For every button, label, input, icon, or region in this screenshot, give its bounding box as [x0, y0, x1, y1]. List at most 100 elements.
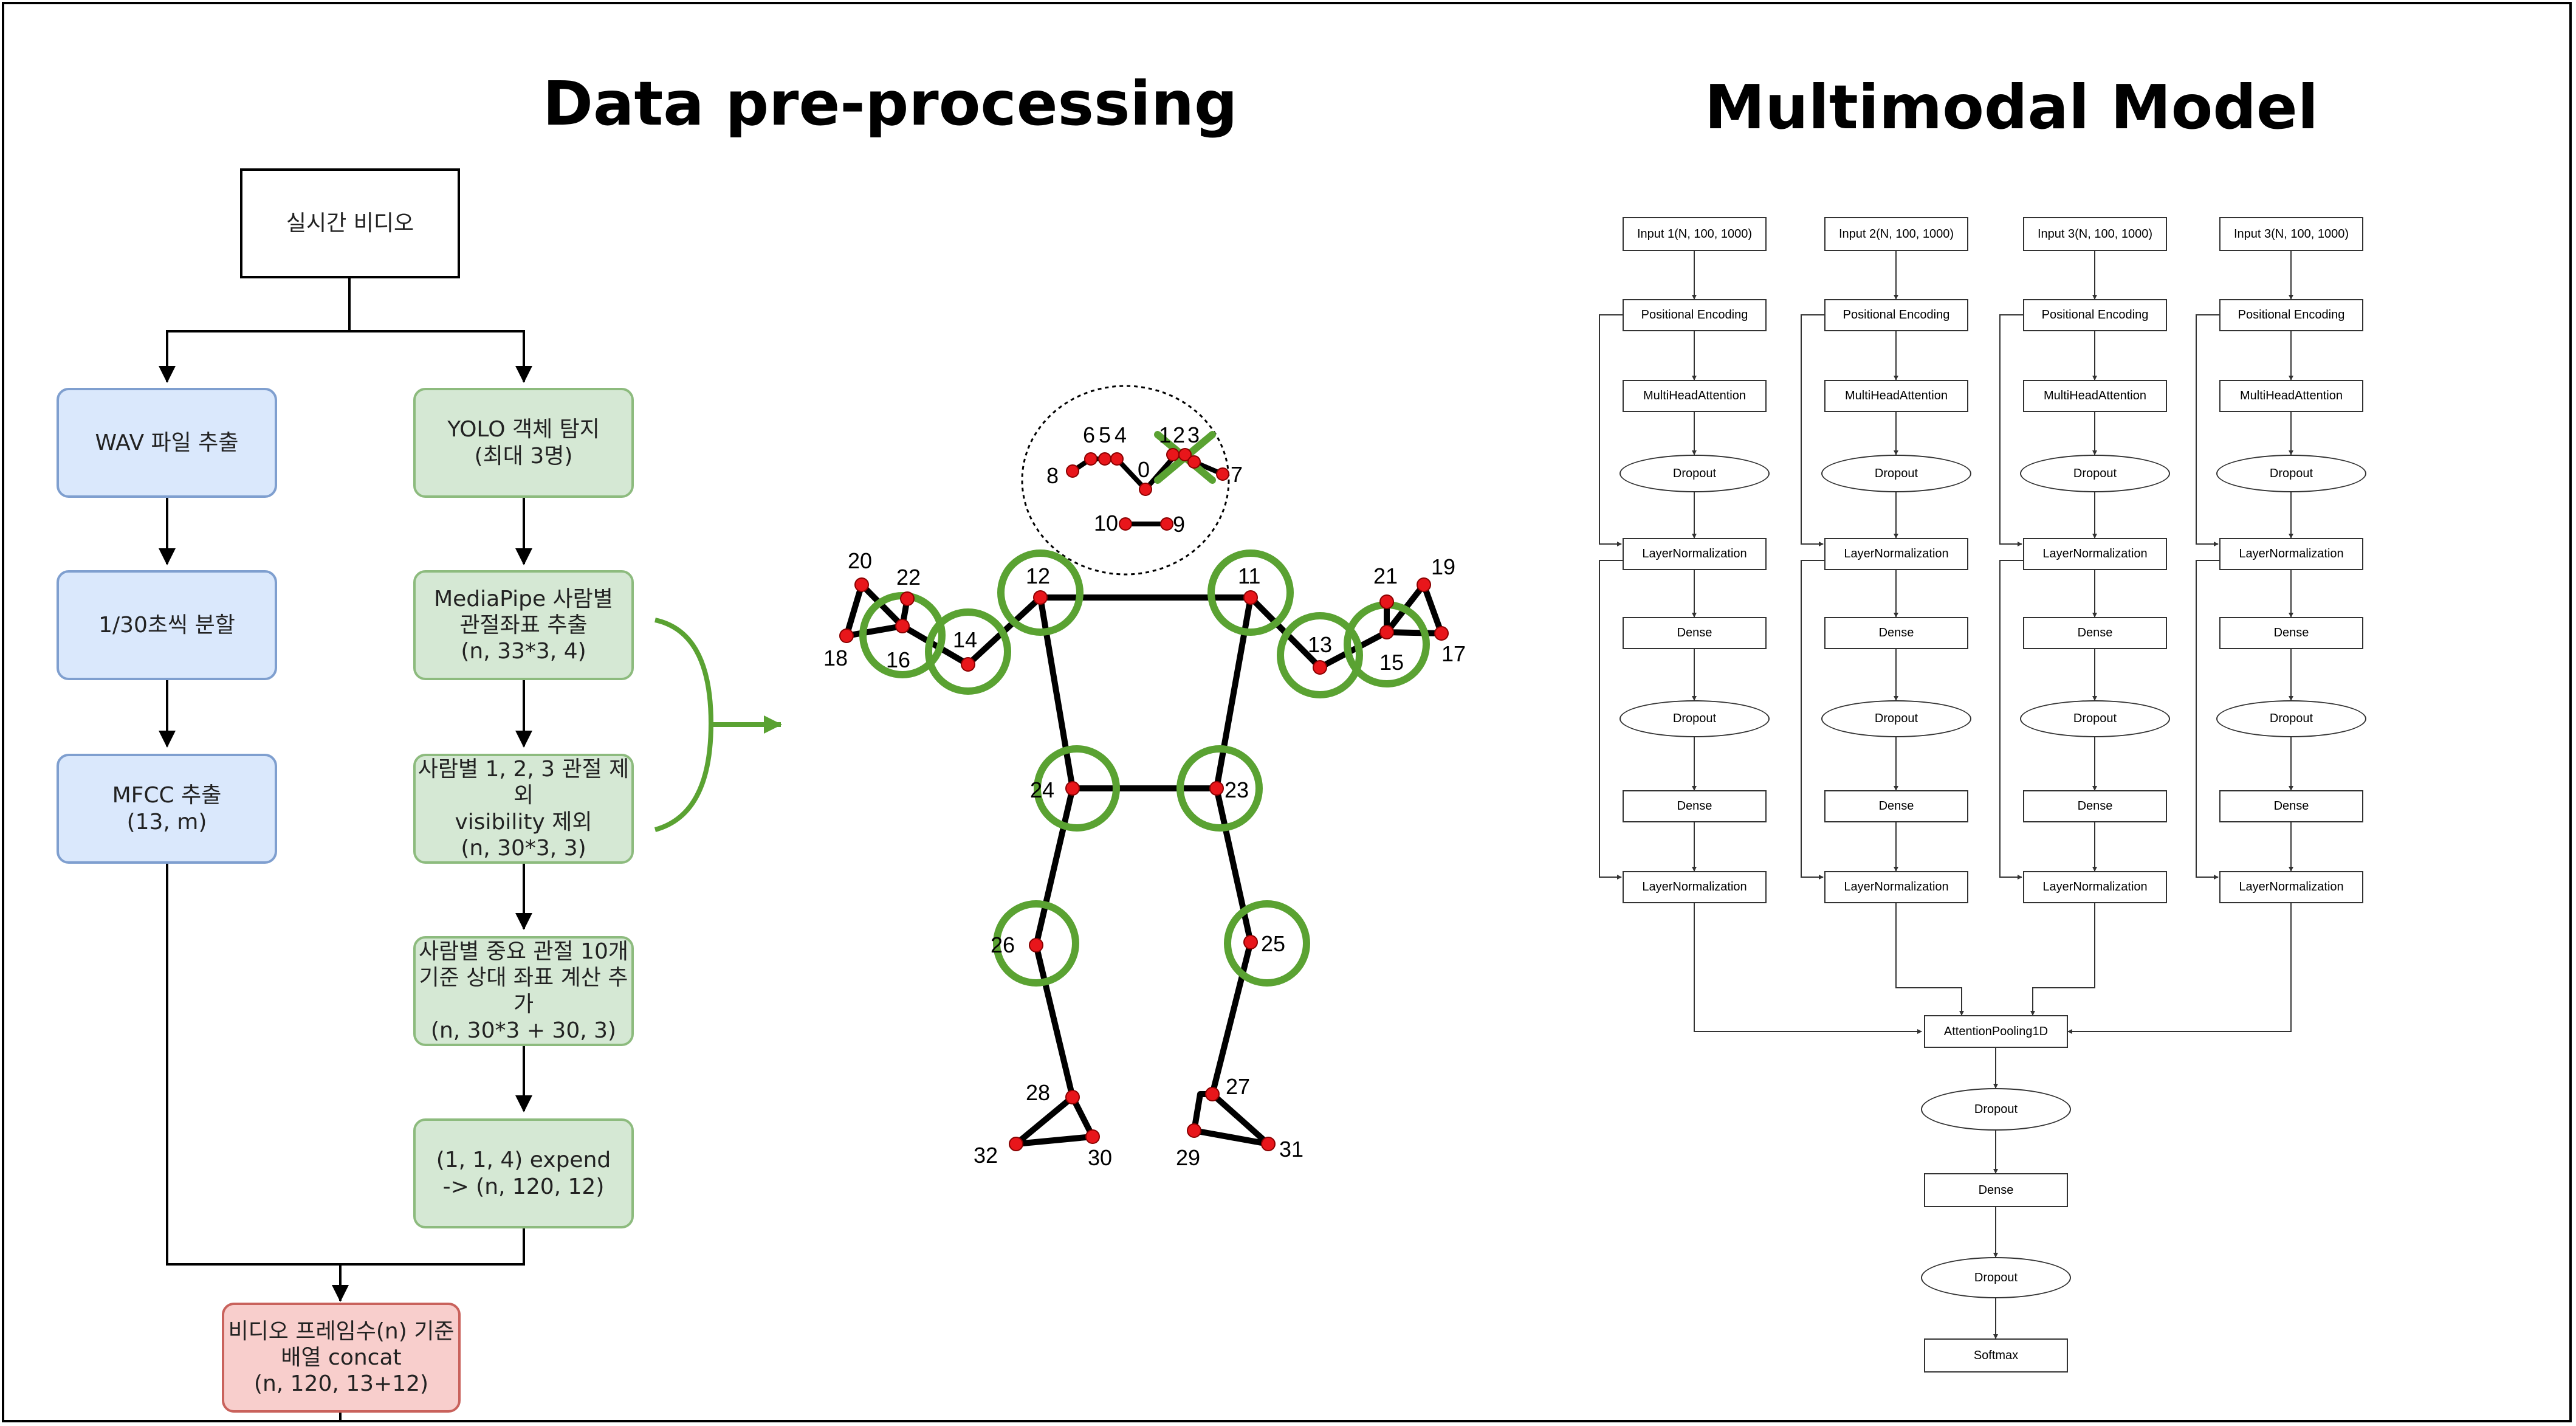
joint-10 — [1119, 517, 1132, 531]
joint-9 — [1160, 517, 1173, 531]
joint-31 — [1261, 1137, 1276, 1151]
multi-head-attention-4: MultiHeadAttention — [2219, 380, 2363, 412]
label-25: 25 — [1261, 931, 1285, 956]
dense-3a: Dense — [2023, 617, 2167, 649]
label-19: 19 — [1431, 554, 1455, 579]
label-9: 9 — [1173, 512, 1185, 537]
input-4-box: Input 3(N, 100, 1000) — [2219, 217, 2363, 251]
joint-6 — [1084, 452, 1097, 466]
layer-normalization-4b: LayerNormalization — [2219, 871, 2363, 903]
label-12: 12 — [1026, 563, 1050, 588]
label-32: 32 — [974, 1143, 998, 1168]
joint-2 — [1178, 448, 1192, 461]
dropout-1b: Dropout — [1619, 700, 1770, 737]
joint-28 — [1065, 1090, 1080, 1104]
layer-normalization-2a: LayerNormalization — [1824, 538, 1968, 570]
joint-15 — [1379, 625, 1394, 639]
relative-coords-box: 사람별 중요 관절 10개 기준 상대 좌표 계산 추가 (n, 30*3 + … — [413, 936, 634, 1046]
label-22: 22 — [896, 565, 921, 590]
dense-1b: Dense — [1623, 790, 1767, 822]
mfcc-box: MFCC 추출 (13, m) — [57, 754, 277, 864]
label-26: 26 — [991, 932, 1015, 957]
head-dense: Dense — [1924, 1173, 2068, 1207]
video-box: 실시간 비디오 — [240, 168, 460, 278]
dense-2b: Dense — [1824, 790, 1968, 822]
dense-3b: Dense — [2023, 790, 2167, 822]
layer-normalization-2b: LayerNormalization — [1824, 871, 1968, 903]
label-24: 24 — [1030, 777, 1054, 802]
joint-16 — [895, 619, 910, 633]
label-15: 15 — [1379, 650, 1404, 675]
input-1-box: Input 1(N, 100, 1000) — [1623, 217, 1767, 251]
label-7: 7 — [1231, 462, 1243, 487]
wav-extract-box: WAV 파일 추출 — [57, 388, 277, 498]
layer-normalization-1b: LayerNormalization — [1623, 871, 1767, 903]
label-13: 13 — [1308, 632, 1332, 657]
highlight-26 — [993, 900, 1079, 987]
label-20: 20 — [848, 548, 872, 573]
concat-box: 비디오 프레임수(n) 기준 배열 concat (n, 120, 13+12) — [222, 1303, 461, 1413]
highlight-23 — [1176, 745, 1263, 832]
label-29: 29 — [1176, 1145, 1200, 1170]
joint-3 — [1187, 455, 1201, 469]
split-box: 1/30초씩 분할 — [57, 570, 277, 680]
input-3-box: Input 3(N, 100, 1000) — [2023, 217, 2167, 251]
multi-head-attention-1: MultiHeadAttention — [1623, 380, 1767, 412]
joint-12 — [1033, 590, 1048, 605]
layer-normalization-4a: LayerNormalization — [2219, 538, 2363, 570]
joint-13 — [1313, 660, 1327, 675]
joint-32 — [1009, 1137, 1023, 1151]
joint-11 — [1243, 590, 1258, 605]
head-dropout-1: Dropout — [1921, 1088, 2071, 1131]
dense-4a: Dense — [2219, 617, 2363, 649]
joint-24 — [1065, 781, 1080, 796]
highlight-11 — [1207, 549, 1294, 636]
joint-27 — [1205, 1087, 1220, 1101]
joint-30 — [1085, 1129, 1100, 1144]
input-2-box: Input 2(N, 100, 1000) — [1824, 217, 1968, 251]
highlight-14 — [925, 608, 1011, 695]
joint-5 — [1098, 452, 1111, 466]
dropout-4b: Dropout — [2216, 700, 2366, 737]
joint-26 — [1029, 938, 1043, 952]
label-10: 10 — [1094, 511, 1118, 536]
joint-18 — [839, 629, 854, 643]
label-27: 27 — [1226, 1074, 1250, 1099]
dropout-3a: Dropout — [2020, 455, 2170, 492]
multi-head-attention-3: MultiHeadAttention — [2023, 380, 2167, 412]
layer-normalization-3b: LayerNormalization — [2023, 871, 2167, 903]
expand-box: (1, 1, 4) expend -> (n, 120, 12) — [413, 1118, 634, 1228]
joint-22 — [900, 591, 915, 606]
label-31: 31 — [1279, 1137, 1303, 1162]
label-8: 8 — [1046, 463, 1059, 488]
joint-8 — [1066, 464, 1079, 478]
mediapipe-box: MediaPipe 사람별 관절좌표 추출 (n, 33*3, 4) — [413, 570, 634, 680]
layer-normalization-3a: LayerNormalization — [2023, 538, 2167, 570]
label-3: 3 — [1187, 422, 1200, 447]
highlight-24 — [1034, 745, 1120, 832]
dropout-3b: Dropout — [2020, 700, 2170, 737]
dense-1a: Dense — [1623, 617, 1767, 649]
head-dropout-2: Dropout — [1921, 1257, 2071, 1298]
positional-encoding-2: Positional Encoding — [1824, 299, 1968, 331]
joint-17 — [1434, 626, 1449, 641]
label-28: 28 — [1026, 1080, 1050, 1105]
highlight-12 — [997, 549, 1084, 636]
joint-29 — [1187, 1123, 1201, 1138]
layer-normalization-1a: LayerNormalization — [1623, 538, 1767, 570]
softmax-box: Softmax — [1924, 1338, 2068, 1373]
joint-0 — [1139, 483, 1152, 496]
right-title: Multimodal Model — [1705, 72, 2319, 143]
head-region — [1021, 385, 1230, 576]
label-14: 14 — [953, 627, 977, 652]
label-4: 4 — [1115, 422, 1127, 447]
positional-encoding-4: Positional Encoding — [2219, 299, 2363, 331]
label-21: 21 — [1373, 563, 1398, 588]
label-6: 6 — [1083, 422, 1095, 447]
attention-pooling-box: AttentionPooling1D — [1924, 1015, 2068, 1048]
label-2: 2 — [1173, 422, 1185, 447]
label-0: 0 — [1138, 457, 1150, 482]
